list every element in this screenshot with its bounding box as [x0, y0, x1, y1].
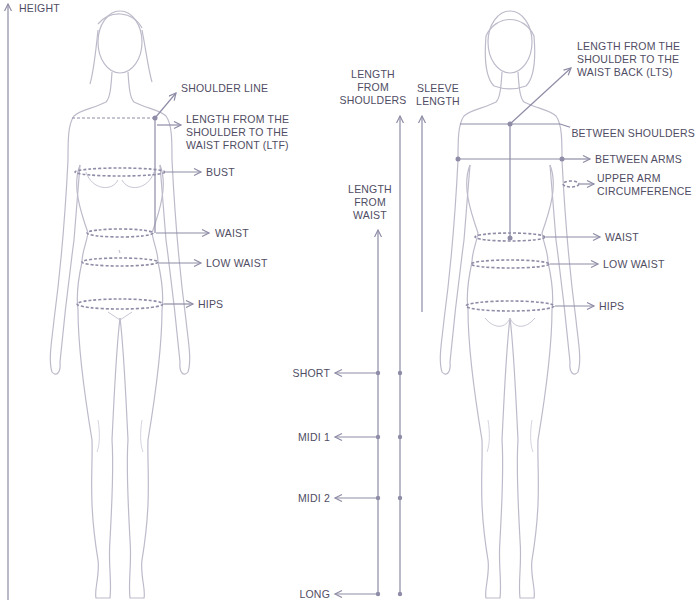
short-label: SHORT	[291, 367, 331, 380]
waist-label: WAIST	[214, 227, 250, 240]
upper-arm-label: UPPER ARM CIRCUMFERENCE	[596, 172, 696, 198]
hips-label: HIPS	[197, 298, 224, 311]
midi-label: MIDI 1	[297, 431, 331, 444]
length-from-shoulders-label: LENGTH FROM SHOULDERS	[336, 68, 410, 107]
between-shoulders-label: BETWEEN SHOULDERS	[570, 127, 696, 140]
length-from-waist-label: LENGTH FROM WAIST	[342, 183, 398, 222]
bust-label: BUST	[205, 166, 236, 179]
measurement-lines	[8, 4, 600, 600]
waist-label: WAIST	[604, 231, 640, 244]
measure-dots	[153, 116, 565, 597]
hips-label: HIPS	[598, 300, 625, 313]
between-arms-label: BETWEEN ARMS	[594, 153, 683, 166]
lts-label: LENGTH FROM THE SHOULDER TO THE WAIST BA…	[576, 40, 696, 79]
low-waist-label: LOW WAIST	[602, 258, 666, 271]
midi-label: MIDI 2	[297, 492, 331, 505]
sleeve-length-label: SLEEVE LENGTH	[406, 82, 470, 108]
shoulder-line-label: SHOULDER LINE	[180, 82, 269, 95]
height-label: HEIGHT	[18, 2, 61, 15]
low-waist-label: LOW WAIST	[205, 257, 269, 270]
long-label: LONG	[298, 588, 331, 601]
ltf-label: LENGTH FROM THE SHOULDER TO THE WAIST FR…	[185, 113, 301, 152]
